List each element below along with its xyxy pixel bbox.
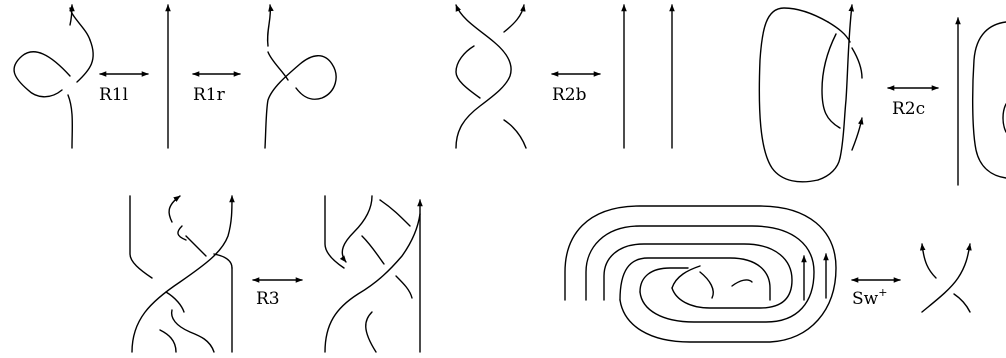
r2b-label: R2b xyxy=(552,85,587,105)
r2b-right-parallel-strands xyxy=(621,4,675,149)
sw-label: Sw+ xyxy=(852,286,887,309)
r3-left-diagram xyxy=(129,195,235,353)
sw-label-base: Sw xyxy=(852,289,879,309)
r1l-label: R1l xyxy=(99,85,128,105)
sw-right-crossing-diagram xyxy=(919,243,972,313)
r2c-label: R2c xyxy=(892,99,925,119)
r1r-label: R1r xyxy=(193,85,226,105)
r3-label: R3 xyxy=(256,289,280,309)
sw-left-spiral-diagram xyxy=(564,205,837,343)
r2c-right-diagram xyxy=(955,17,1006,186)
r2c-left-diagram xyxy=(758,4,864,183)
r3-right-diagram xyxy=(324,195,423,353)
r2b-left-diagram xyxy=(455,4,527,149)
r1-left-curl-diagram xyxy=(13,4,94,149)
sw-label-sup: + xyxy=(878,286,887,299)
r1-right-curl-diagram xyxy=(264,4,337,149)
